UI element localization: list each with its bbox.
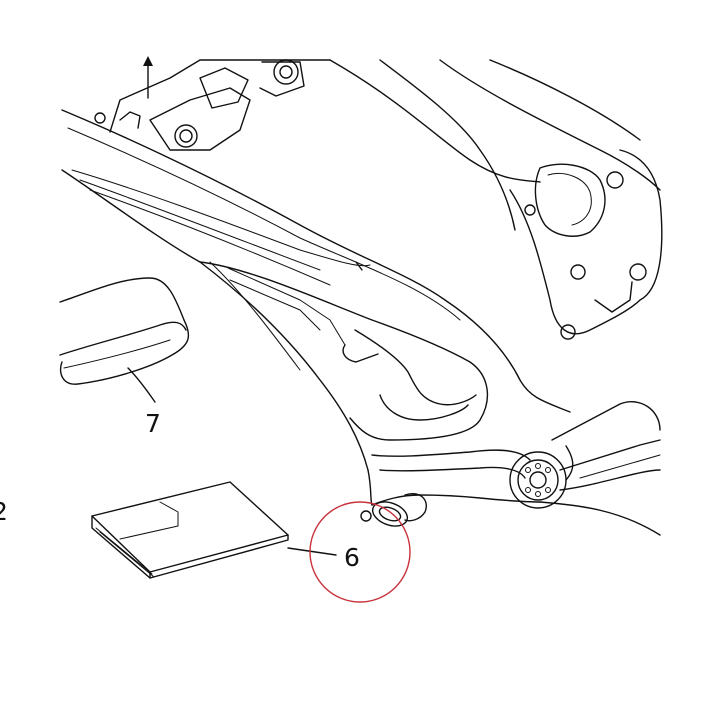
arrow-up-icon [143, 56, 153, 99]
frame-swingarm [61, 59, 663, 536]
leader-line-7 [127, 367, 156, 403]
callout-6: 6 [344, 543, 360, 572]
callout-partial: 2 [0, 497, 8, 526]
leader-line-6 [287, 547, 337, 556]
pivot-bearing [509, 401, 661, 509]
mounting-bracket [94, 59, 331, 151]
highlight-circle [309, 501, 411, 603]
seat-pad [59, 277, 190, 385]
manual-booklet [91, 481, 289, 579]
callout-7: 7 [145, 409, 161, 438]
